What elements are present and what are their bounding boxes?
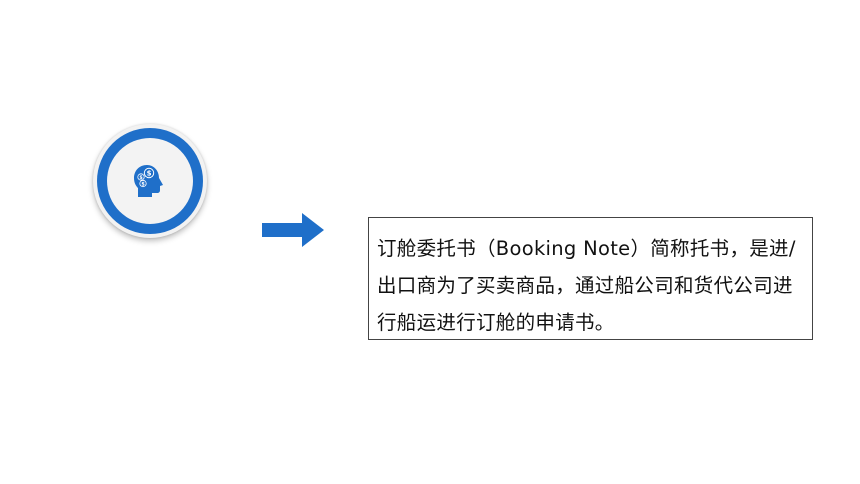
icon-badge-ring: $ $ $: [97, 128, 203, 234]
money-mind-head-icon: $ $ $: [134, 165, 163, 197]
icon-badge-inner: $ $ $: [107, 138, 193, 224]
description-box: 订舱委托书（Booking Note）简称托书，是进/出口商为了买卖商品，通过船…: [368, 217, 813, 340]
svg-text:$: $: [139, 175, 143, 181]
svg-text:$: $: [147, 170, 152, 178]
right-arrow-icon: [262, 213, 324, 247]
svg-text:$: $: [141, 181, 145, 187]
icon-badge: $ $ $: [93, 124, 207, 238]
description-text: 订舱委托书（Booking Note）简称托书，是进/出口商为了买卖商品，通过船…: [377, 237, 796, 334]
